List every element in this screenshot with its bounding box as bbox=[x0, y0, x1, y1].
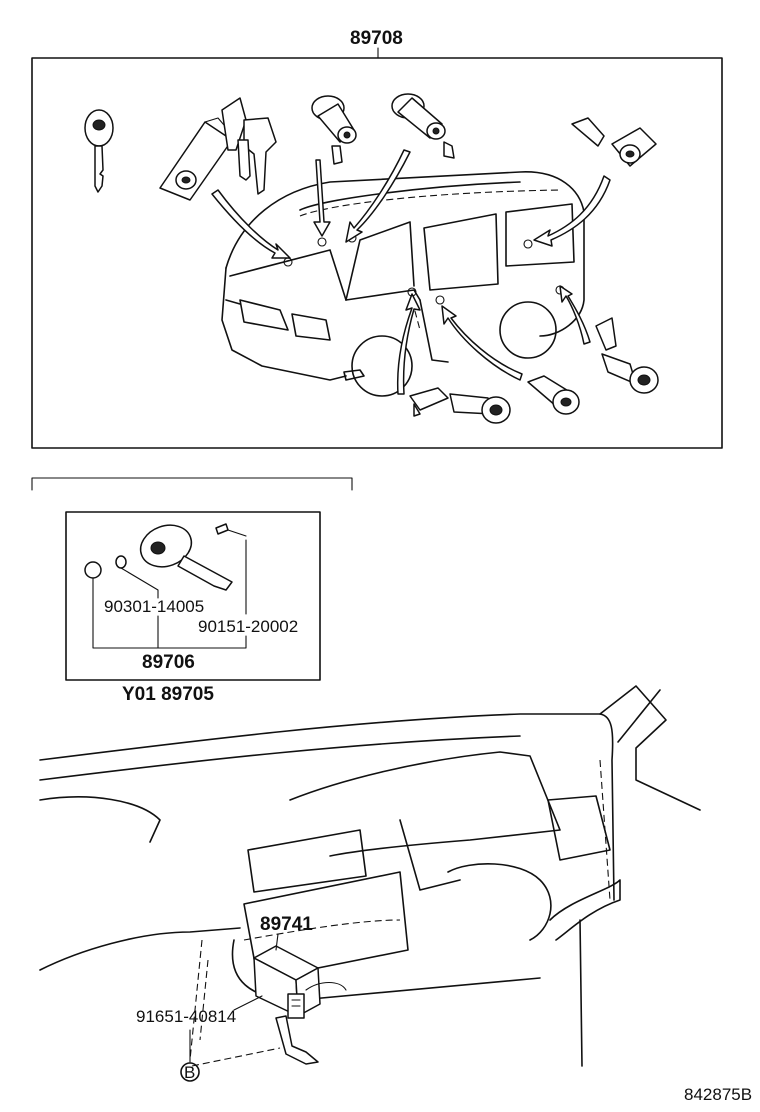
front-door-lock-icon bbox=[409, 387, 511, 424]
transponder-chip-icon bbox=[84, 561, 102, 579]
transponder-key-group: 90301-14005 90151-20002 89706 Y01 89705 bbox=[31, 477, 353, 705]
rear-door-lock-icon bbox=[571, 117, 657, 167]
slide-door-lock-icon bbox=[527, 375, 580, 415]
label-91651-40814: 91651-40814 bbox=[136, 1007, 236, 1026]
label-90301-14005: 90301-14005 bbox=[104, 597, 204, 616]
mounting-bracket-icon bbox=[275, 1015, 319, 1065]
back-door-lock-icon bbox=[595, 317, 659, 394]
lock-set-frame bbox=[31, 57, 723, 449]
door-lock-cylinder-icon bbox=[311, 95, 357, 165]
assembly-arrows bbox=[211, 149, 611, 395]
label-ref-b: B bbox=[184, 1063, 195, 1082]
label-90151-20002: 90151-20002 bbox=[198, 617, 298, 636]
label-89706: 89706 bbox=[142, 652, 195, 673]
ignition-cylinder-icon bbox=[159, 117, 233, 201]
chip-washer-icon bbox=[115, 555, 127, 569]
door-keys-icon bbox=[221, 97, 277, 195]
ref-b-circle bbox=[180, 1062, 200, 1082]
leader-89741 bbox=[275, 933, 279, 951]
master-key-icon bbox=[84, 109, 114, 193]
dashboard-group: 89741 91651-40814 B bbox=[39, 685, 701, 1082]
lock-set-group: 89708 bbox=[31, 28, 723, 449]
transponder-amplifier-icon bbox=[253, 945, 347, 1019]
transponder-key-icon bbox=[139, 524, 233, 591]
illustration-code: 842875B bbox=[684, 1085, 752, 1104]
leader-bolt bbox=[233, 995, 263, 1011]
label-89741: 89741 bbox=[260, 914, 313, 935]
screw-icon bbox=[215, 523, 247, 537]
label-89708: 89708 bbox=[350, 28, 403, 49]
label-y01-89705: Y01 89705 bbox=[122, 684, 214, 705]
hatch-lock-cylinder-icon bbox=[391, 93, 455, 159]
transponder-key-frame bbox=[65, 511, 321, 681]
set-bracket bbox=[31, 477, 353, 491]
